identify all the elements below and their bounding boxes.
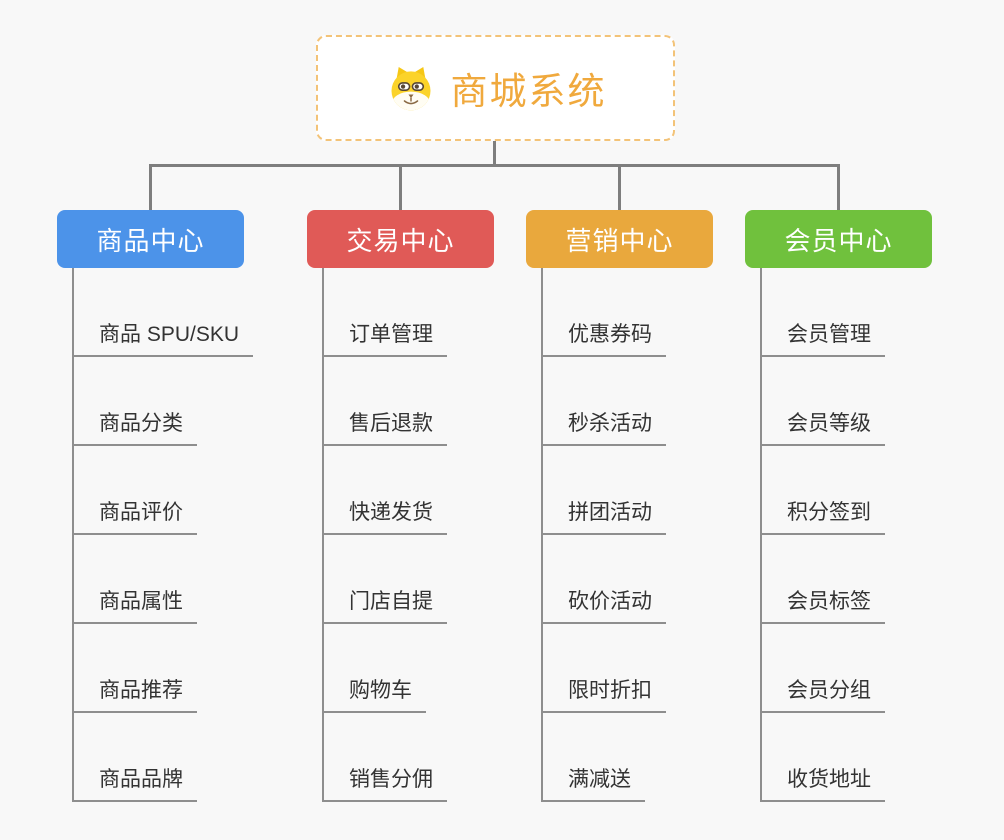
root-node[interactable]: 商城系统	[316, 35, 675, 141]
branch-node-3[interactable]: 营销中心	[526, 210, 713, 268]
leaf-node[interactable]: 售后退款	[322, 408, 447, 446]
branch-rail-line	[149, 164, 840, 167]
leaf-node[interactable]: 门店自提	[322, 586, 447, 624]
branch-node-4[interactable]: 会员中心	[745, 210, 932, 268]
leaf-node[interactable]: 收货地址	[760, 764, 885, 802]
leaf-node[interactable]: 商品 SPU/SKU	[72, 319, 254, 357]
leaf-node[interactable]: 优惠券码	[541, 319, 666, 357]
leaf-node[interactable]: 商品分类	[72, 408, 197, 446]
leaf-node[interactable]: 会员分组	[760, 675, 885, 713]
branch-drop-line-1	[149, 164, 152, 210]
branch-node-2[interactable]: 交易中心	[307, 210, 494, 268]
leaf-node[interactable]: 会员管理	[760, 319, 885, 357]
leaf-node[interactable]: 商品属性	[72, 586, 197, 624]
leaf-node[interactable]: 砍价活动	[541, 586, 666, 624]
leaf-node[interactable]: 商品品牌	[72, 764, 197, 802]
leaf-node[interactable]: 购物车	[322, 675, 426, 713]
leaf-node[interactable]: 商品推荐	[72, 675, 197, 713]
leaf-node[interactable]: 销售分佣	[322, 764, 447, 802]
dog-face-icon	[385, 64, 437, 112]
branch-drop-line-3	[618, 164, 621, 210]
leaf-node[interactable]: 会员标签	[760, 586, 885, 624]
leaf-node[interactable]: 限时折扣	[541, 675, 666, 713]
leaf-node[interactable]: 满减送	[541, 764, 645, 802]
leaf-node[interactable]: 订单管理	[322, 319, 447, 357]
branch-drop-line-4	[837, 164, 840, 210]
leaf-node[interactable]: 商品评价	[72, 497, 197, 535]
branch-drop-line-2	[399, 164, 402, 210]
leaf-node[interactable]: 快递发货	[322, 497, 447, 535]
leaf-node[interactable]: 会员等级	[760, 408, 885, 446]
branch-node-1[interactable]: 商品中心	[57, 210, 244, 268]
root-stem-line	[493, 141, 496, 165]
leaf-node[interactable]: 拼团活动	[541, 497, 666, 535]
leaf-node[interactable]: 秒杀活动	[541, 408, 666, 446]
leaf-node[interactable]: 积分签到	[760, 497, 885, 535]
root-title: 商城系统	[450, 71, 607, 112]
